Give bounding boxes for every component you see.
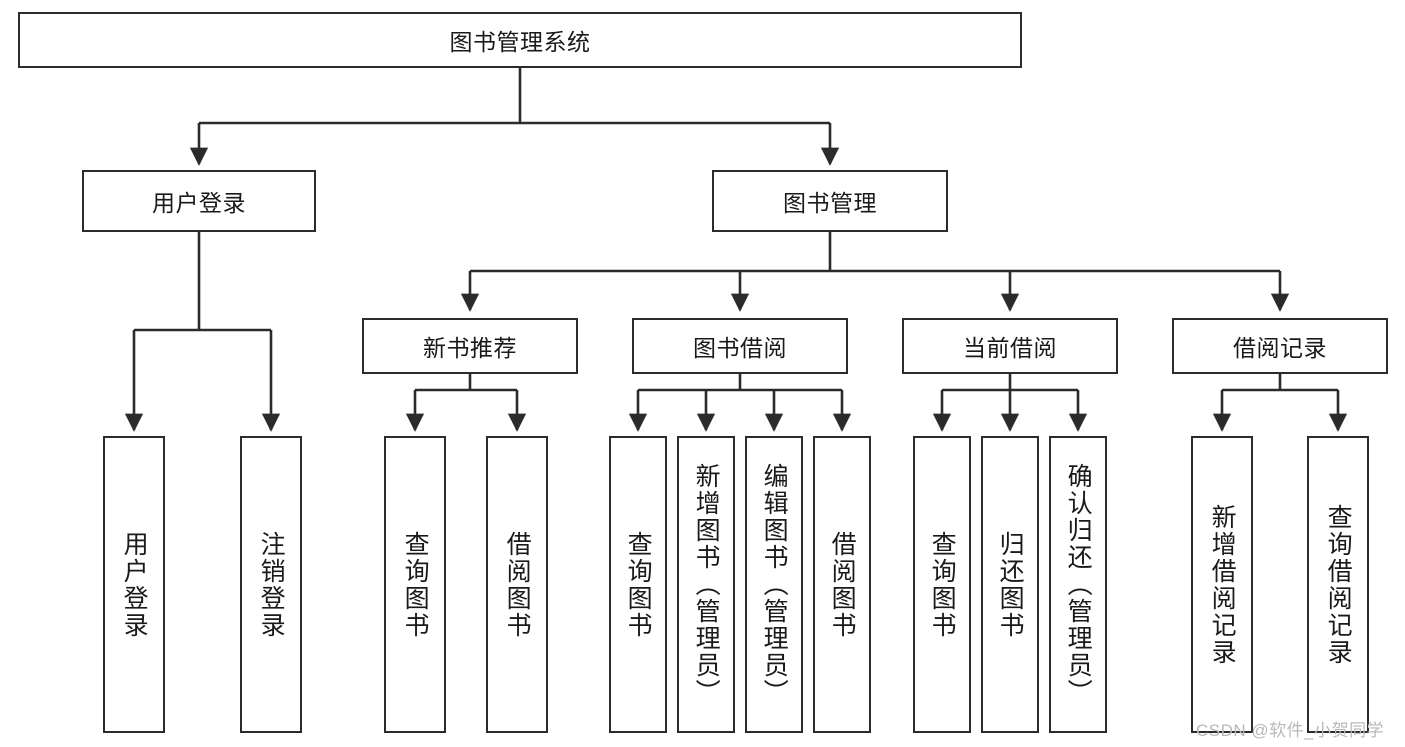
node-root-label: 图书管理系统 [449, 29, 591, 55]
node-current-borrow[interactable]: 当前借阅 [902, 318, 1118, 374]
leaf-borrow-book[interactable]: 借阅图书 [813, 436, 871, 733]
leaf-add-borrow-record-label: 新增借阅记录 [1208, 503, 1237, 666]
leaf-query-book-borrow-label: 查询图书 [624, 530, 653, 639]
node-current-borrow-label: 当前借阅 [963, 335, 1057, 361]
leaf-return-book[interactable]: 归还图书 [981, 436, 1039, 733]
node-user-login-label: 用户登录 [152, 190, 246, 216]
leaf-borrow-book-newbook-label: 借阅图书 [503, 530, 532, 639]
leaf-confirm-return-admin[interactable]: 确认归还（管理员） [1049, 436, 1107, 733]
leaf-query-book-newbook-label: 查询图书 [401, 530, 430, 639]
node-book-borrow-label: 图书借阅 [693, 335, 787, 361]
csdn-watermark: CSDN @软件_小贺同学 [1196, 721, 1385, 740]
leaf-user-login-label: 用户登录 [120, 530, 149, 639]
leaf-logout-label: 注销登录 [257, 530, 286, 639]
leaf-query-book-borrow[interactable]: 查询图书 [609, 436, 667, 733]
leaf-confirm-return-admin-label: 确认归还（管理员） [1064, 463, 1093, 706]
node-book-management[interactable]: 图书管理 [712, 170, 948, 232]
leaf-borrow-book-newbook[interactable]: 借阅图书 [486, 436, 548, 733]
leaf-add-borrow-record[interactable]: 新增借阅记录 [1191, 436, 1253, 733]
node-root[interactable]: 图书管理系统 [18, 12, 1022, 68]
leaf-query-book-current-label: 查询图书 [928, 530, 957, 639]
leaf-borrow-book-label: 借阅图书 [828, 530, 857, 639]
node-new-book-recommend[interactable]: 新书推荐 [362, 318, 578, 374]
leaf-add-book-admin-label: 新增图书（管理员） [692, 463, 721, 706]
leaf-query-borrow-record-label: 查询借阅记录 [1324, 503, 1353, 666]
node-book-borrow[interactable]: 图书借阅 [632, 318, 848, 374]
leaf-query-borrow-record[interactable]: 查询借阅记录 [1307, 436, 1369, 733]
leaf-return-book-label: 归还图书 [996, 530, 1025, 639]
leaf-add-book-admin[interactable]: 新增图书（管理员） [677, 436, 735, 733]
leaf-edit-book-admin[interactable]: 编辑图书（管理员） [745, 436, 803, 733]
node-borrow-record[interactable]: 借阅记录 [1172, 318, 1388, 374]
node-borrow-record-label: 借阅记录 [1233, 335, 1327, 361]
leaf-edit-book-admin-label: 编辑图书（管理员） [760, 463, 789, 706]
node-book-management-label: 图书管理 [783, 190, 877, 216]
node-user-login[interactable]: 用户登录 [82, 170, 316, 232]
node-new-book-recommend-label: 新书推荐 [423, 335, 517, 361]
leaf-logout[interactable]: 注销登录 [240, 436, 302, 733]
leaf-user-login[interactable]: 用户登录 [103, 436, 165, 733]
leaf-query-book-current[interactable]: 查询图书 [913, 436, 971, 733]
leaf-query-book-newbook[interactable]: 查询图书 [384, 436, 446, 733]
